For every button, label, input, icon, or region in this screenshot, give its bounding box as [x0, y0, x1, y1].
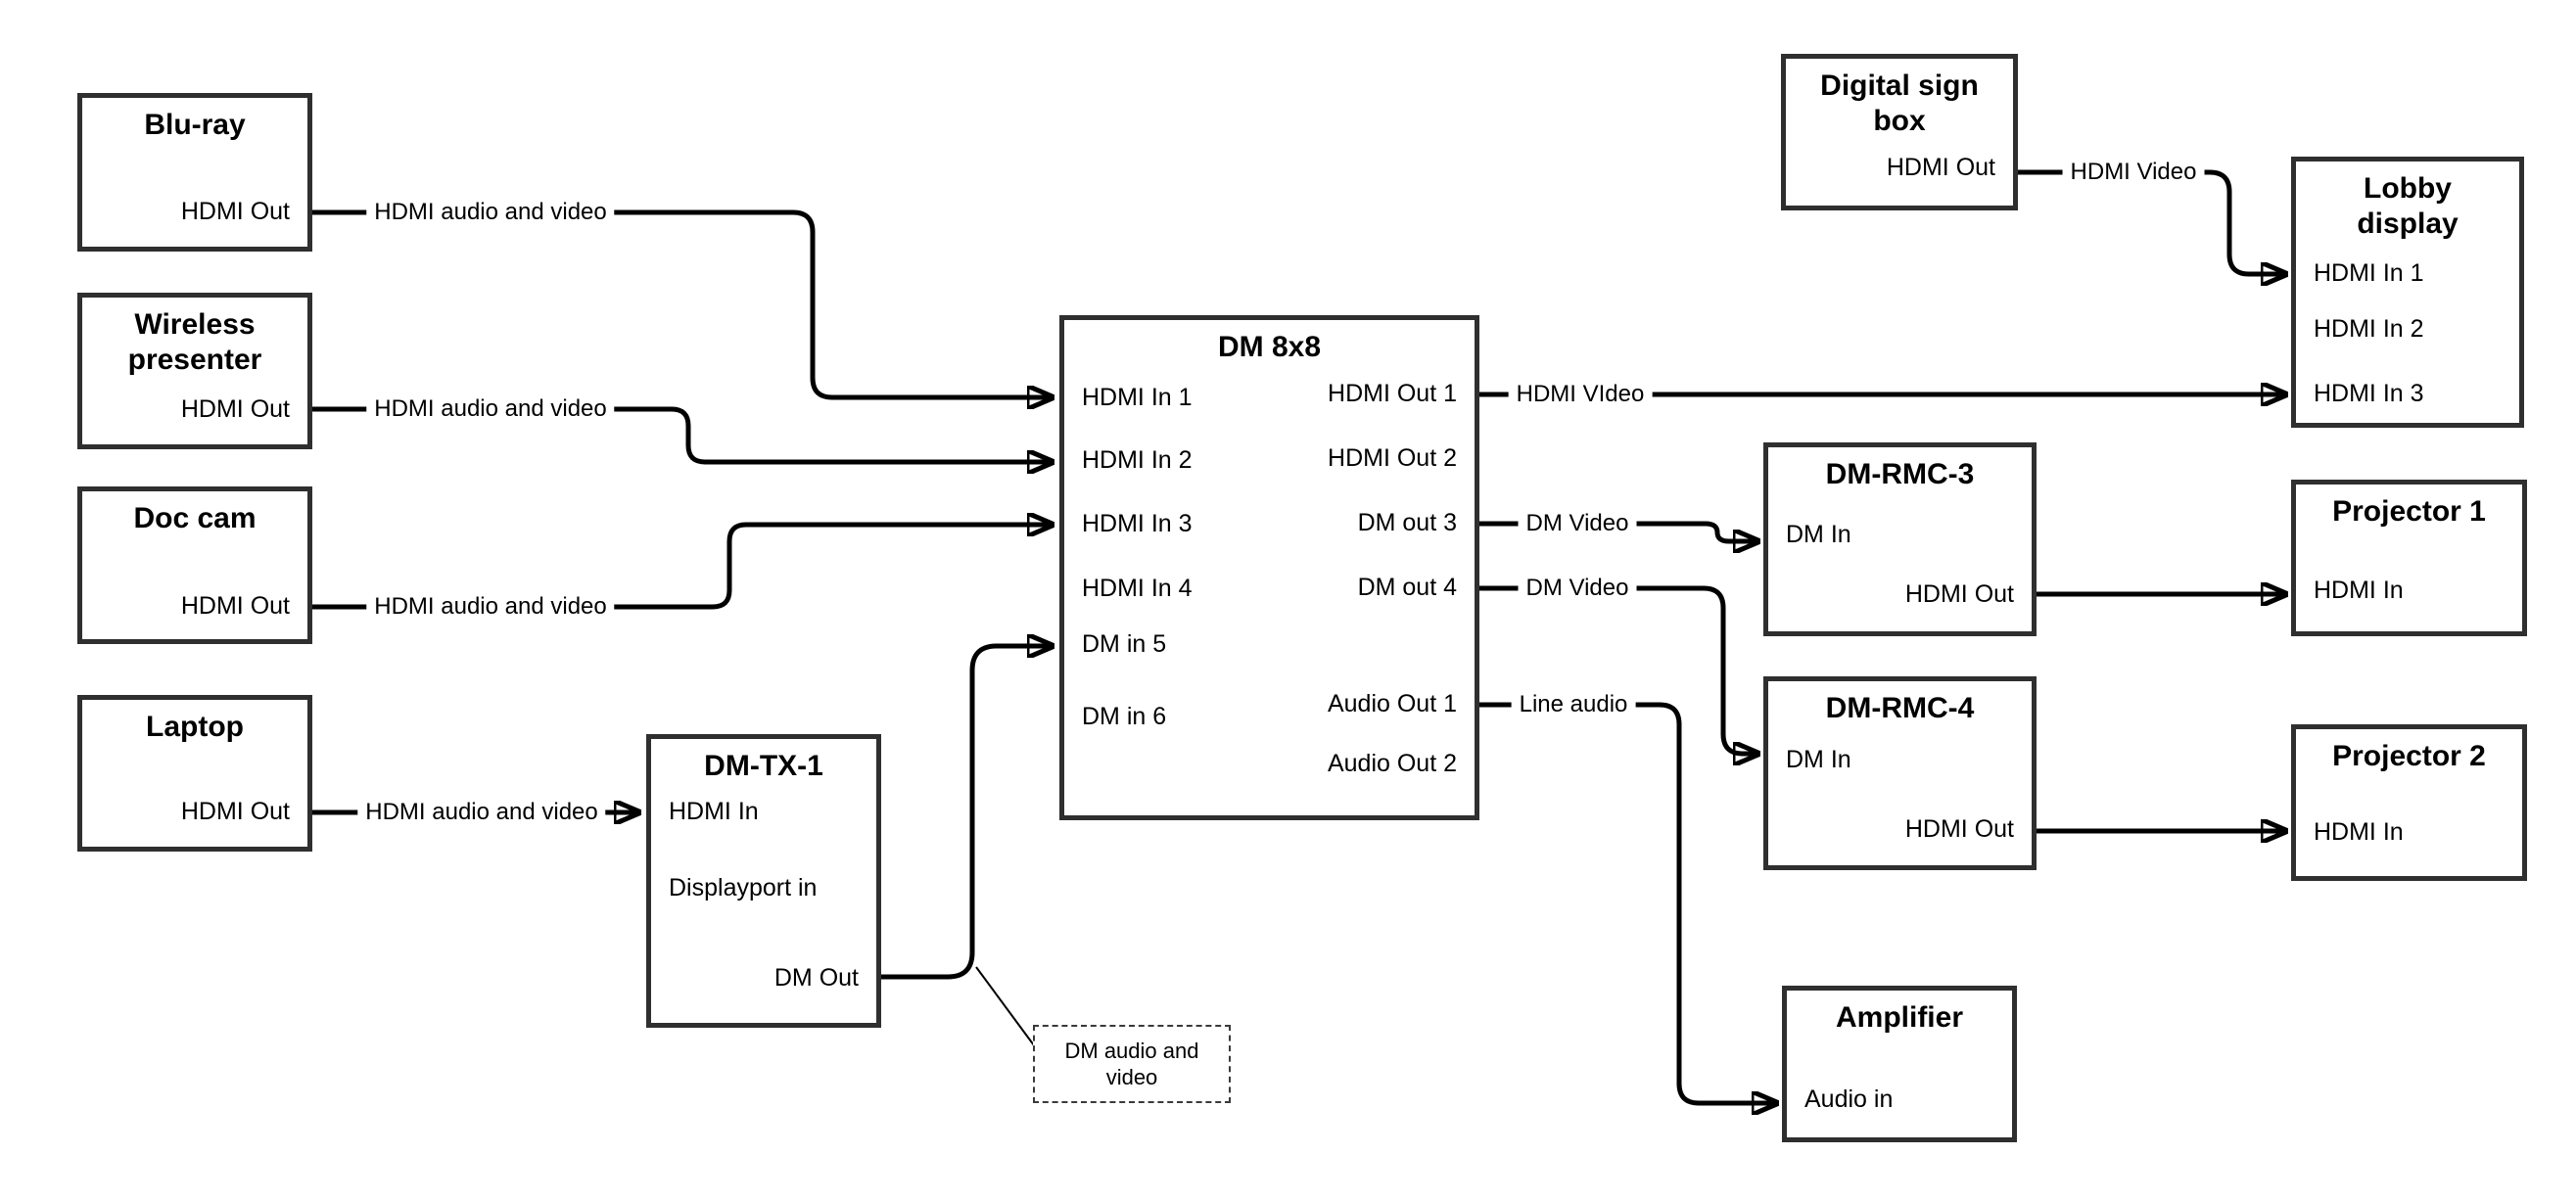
node-title: Projector 1	[2332, 495, 2486, 528]
connector-dmout3-to-rmc3	[1479, 521, 1759, 541]
port-hdmi-out: HDMI Out	[180, 395, 290, 423]
port-dm-in: DM In	[1786, 521, 1851, 548]
port-hdmi-in-4: HDMI In 4	[1082, 575, 1193, 602]
node-dm-rmc-4: DM-RMC-4 DM In HDMI Out	[1763, 676, 2037, 870]
edge-label-dm-video: DM Video	[1518, 508, 1637, 539]
port-hdmi-in-1: HDMI In 1	[2314, 259, 2424, 287]
node-digital-sign-box: Digital sign box HDMI Out	[1781, 54, 2018, 210]
port-displayport-in: Displayport in	[669, 874, 818, 901]
connector-doccam-to-dm8x8-in3	[312, 525, 1054, 610]
node-dm-rmc-3: DM-RMC-3 DM In HDMI Out	[1763, 442, 2037, 636]
connector-dmtx1-to-dm8x8-in5	[881, 646, 1054, 980]
node-bluray: Blu-ray HDMI Out	[77, 93, 312, 252]
node-title: Wireless presenter	[127, 308, 262, 376]
port-hdmi-out: HDMI Out	[1904, 815, 2014, 843]
node-dm-tx-1: DM-TX-1 HDMI In Displayport in DM Out	[646, 734, 881, 1028]
port-dm-in-6: DM in 6	[1082, 703, 1167, 730]
node-title: DM-RMC-4	[1825, 692, 1975, 724]
port-dm-out: DM Out	[773, 964, 859, 992]
callout-dm-audio-and-video: DM audio and video	[1033, 1025, 1231, 1103]
node-title: Digital sign box	[1820, 69, 1979, 137]
port-hdmi-out: HDMI Out	[180, 198, 290, 225]
node-wireless-presenter: Wireless presenter HDMI Out	[77, 293, 312, 449]
port-hdmi-in-2: HDMI In 2	[1082, 446, 1193, 474]
node-title: Laptop	[146, 711, 244, 743]
callout-leader-line	[975, 966, 1035, 1046]
edge-label-hdmi-video: HDMI Video	[2062, 157, 2205, 188]
port-dm-in-5: DM in 5	[1082, 630, 1167, 658]
node-title: Blu-ray	[144, 109, 246, 141]
node-title: Doc cam	[133, 502, 257, 534]
port-hdmi-out: HDMI Out	[180, 798, 290, 825]
node-lobby-display: Lobby display HDMI In 1 HDMI In 2 HDMI I…	[2291, 157, 2524, 428]
connector-wireless-to-dm8x8-in2	[312, 406, 1054, 462]
port-hdmi-in-1: HDMI In 1	[1082, 384, 1193, 411]
node-projector-1: Projector 1 HDMI In	[2291, 480, 2527, 636]
node-dm-8x8: DM 8x8 HDMI In 1 HDMI In 2 HDMI In 3 HDM…	[1059, 315, 1479, 820]
connector-bluray-to-dm8x8-in1	[312, 209, 1054, 397]
edge-label-line-audio: Line audio	[1511, 689, 1636, 720]
node-title: DM-TX-1	[704, 750, 823, 782]
port-dm-in: DM In	[1786, 746, 1851, 773]
connector-digitalsign-to-lobby-in1	[2018, 169, 2287, 274]
node-doc-cam: Doc cam HDMI Out	[77, 486, 312, 644]
port-hdmi-out-2: HDMI Out 2	[1328, 444, 1457, 472]
node-title: Projector 2	[2332, 740, 2486, 772]
port-hdmi-in-2: HDMI In 2	[2314, 315, 2424, 343]
port-audio-in: Audio in	[1804, 1086, 1894, 1113]
port-hdmi-in: HDMI In	[2314, 818, 2404, 846]
port-hdmi-in-3: HDMI In 3	[2314, 380, 2424, 407]
node-title: DM-RMC-3	[1825, 458, 1975, 490]
connector-audioout1-to-amplifier	[1479, 702, 1778, 1103]
connector-dmout4-to-rmc4	[1479, 585, 1759, 754]
port-audio-out-2: Audio Out 2	[1327, 750, 1457, 777]
edge-label-hdmi-audio-video: HDMI audio and video	[366, 591, 615, 623]
node-title: DM 8x8	[1217, 331, 1322, 363]
node-title: Lobby display	[2357, 172, 2459, 240]
node-title: Amplifier	[1835, 1001, 1964, 1034]
port-hdmi-out: HDMI Out	[1886, 154, 1995, 181]
edge-label-hdmi-audio-video: HDMI audio and video	[366, 197, 615, 228]
port-hdmi-out-1: HDMI Out 1	[1328, 380, 1457, 407]
port-hdmi-in-3: HDMI In 3	[1082, 510, 1193, 537]
port-audio-out-1: Audio Out 1	[1327, 690, 1457, 717]
node-laptop: Laptop HDMI Out	[77, 695, 312, 852]
edge-label-dm-video: DM Video	[1518, 573, 1637, 604]
port-dm-out-3: DM out 3	[1357, 509, 1457, 536]
node-projector-2: Projector 2 HDMI In	[2291, 724, 2527, 881]
port-hdmi-out: HDMI Out	[1904, 580, 2014, 608]
edge-label-hdmi-video: HDMI VIdeo	[1508, 379, 1653, 410]
port-hdmi-in: HDMI In	[2314, 577, 2404, 604]
port-hdmi-in: HDMI In	[669, 798, 759, 825]
node-amplifier: Amplifier Audio in	[1782, 986, 2017, 1142]
edge-label-hdmi-audio-video: HDMI audio and video	[357, 797, 606, 828]
port-dm-out-4: DM out 4	[1357, 574, 1457, 601]
edge-label-hdmi-audio-video: HDMI audio and video	[366, 393, 615, 425]
port-hdmi-out: HDMI Out	[180, 592, 290, 620]
